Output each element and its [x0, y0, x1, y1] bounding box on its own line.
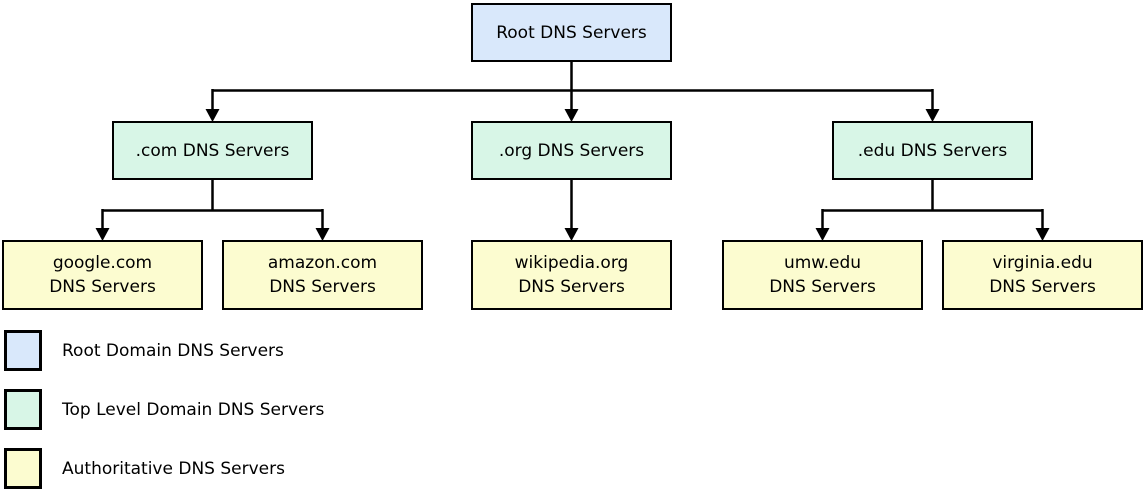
node-label: .org DNS Servers — [498, 140, 645, 161]
node-label: Root DNS Servers — [496, 22, 647, 43]
node-label: .com DNS Servers — [135, 140, 290, 161]
node-google-com-dns-servers: google.com DNS Servers — [2, 240, 203, 310]
connector-edu-to-children — [815, 179, 1050, 241]
node-amazon-com-dns-servers: amazon.com DNS Servers — [222, 240, 423, 310]
node-label: google.com DNS Servers — [49, 253, 156, 297]
node-label: umw.edu DNS Servers — [769, 253, 876, 297]
connector-com-to-children — [95, 179, 330, 241]
node-com-dns-servers: .com DNS Servers — [112, 121, 313, 180]
legend-swatch-root-domain — [4, 330, 42, 371]
legend-item-authoritative: Authoritative DNS Servers — [4, 448, 285, 489]
node-wikipedia-org-dns-servers: wikipedia.org DNS Servers — [471, 240, 672, 310]
node-label: amazon.com DNS Servers — [267, 253, 378, 297]
node-root-dns-servers: Root DNS Servers — [471, 3, 672, 62]
legend-item-root-domain: Root Domain DNS Servers — [4, 330, 284, 371]
legend-label: Top Level Domain DNS Servers — [62, 399, 325, 420]
connector-org-to-child — [564, 179, 579, 241]
node-virginia-edu-dns-servers: virginia.edu DNS Servers — [942, 240, 1143, 310]
legend-swatch-authoritative — [4, 448, 42, 489]
connector-root-to-tld — [205, 61, 940, 122]
node-edu-dns-servers: .edu DNS Servers — [832, 121, 1033, 180]
legend-item-top-level-domain: Top Level Domain DNS Servers — [4, 389, 324, 430]
node-umw-edu-dns-servers: umw.edu DNS Servers — [722, 240, 923, 310]
node-label: wikipedia.org DNS Servers — [514, 253, 629, 297]
node-label: virginia.edu DNS Servers — [989, 253, 1096, 297]
legend-swatch-top-level-domain — [4, 389, 42, 430]
legend-label: Root Domain DNS Servers — [62, 340, 284, 361]
legend-label: Authoritative DNS Servers — [62, 458, 285, 479]
node-label: .edu DNS Servers — [857, 140, 1008, 161]
node-org-dns-servers: .org DNS Servers — [471, 121, 672, 180]
